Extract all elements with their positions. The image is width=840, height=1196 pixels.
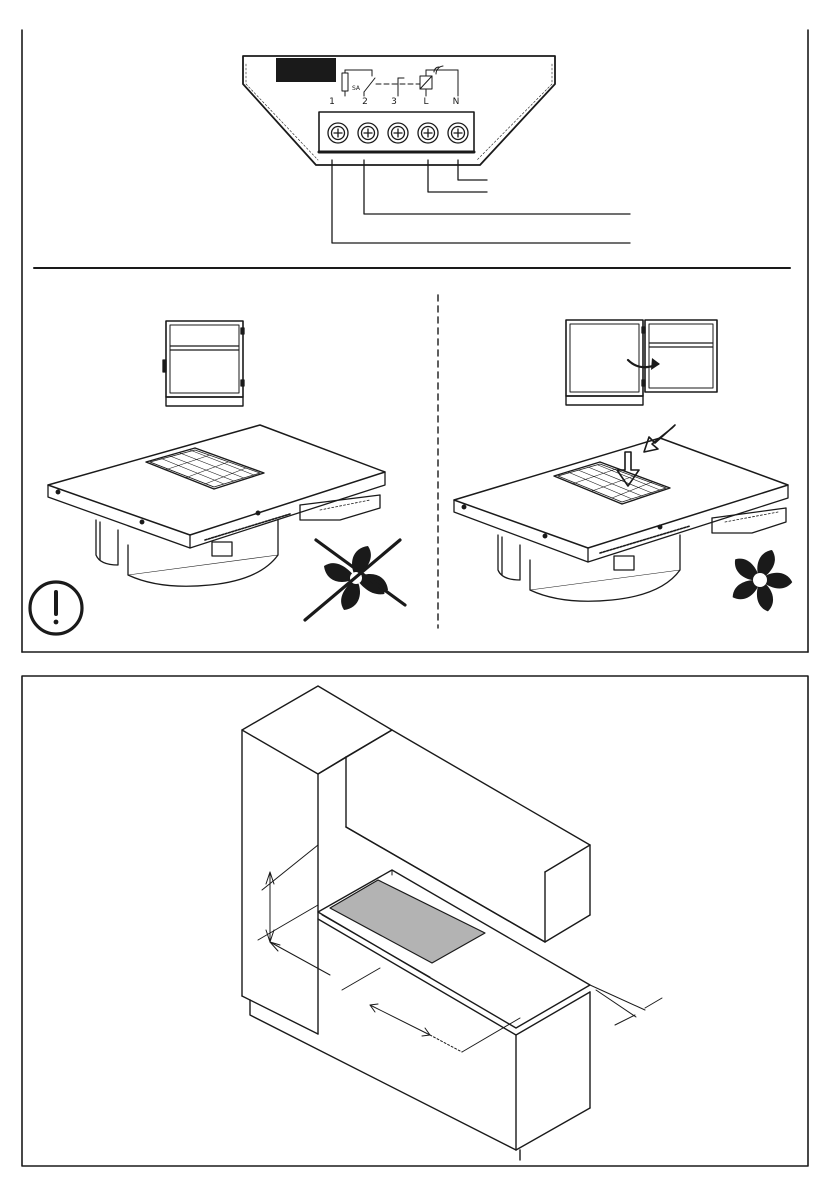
cabinet-door-closed bbox=[163, 321, 244, 406]
cabinet-door-open bbox=[566, 320, 717, 405]
contact-label: SA bbox=[352, 85, 361, 92]
terminal-label-1: 1 bbox=[329, 97, 335, 107]
terminal-screw-1 bbox=[328, 123, 348, 143]
terminal-label-l: L bbox=[423, 97, 428, 107]
black-label-plate bbox=[276, 58, 336, 82]
top-panel-frame bbox=[22, 30, 808, 652]
terminal-screw-n bbox=[448, 123, 468, 143]
terminal-labels: 1 2 3 L N SA bbox=[329, 85, 459, 107]
terminal-block bbox=[319, 112, 474, 152]
warning-icon bbox=[30, 582, 82, 634]
terminal-screw-3 bbox=[388, 123, 408, 143]
terminal-label-2: 2 bbox=[362, 97, 368, 107]
terminal-label-3: 3 bbox=[391, 97, 397, 107]
terminal-screw-l bbox=[418, 123, 438, 143]
tall-cabinet bbox=[242, 686, 392, 1034]
terminal-housing bbox=[243, 56, 555, 165]
cooktop-open bbox=[454, 438, 788, 601]
terminal-label-n: N bbox=[453, 97, 460, 107]
push-arrows bbox=[617, 425, 675, 486]
cooktop-closed bbox=[48, 425, 385, 586]
terminal-screw-2 bbox=[358, 123, 378, 143]
fan-icon bbox=[730, 550, 793, 613]
fan-crossed-icon bbox=[305, 540, 405, 620]
wire-leads bbox=[332, 160, 630, 243]
